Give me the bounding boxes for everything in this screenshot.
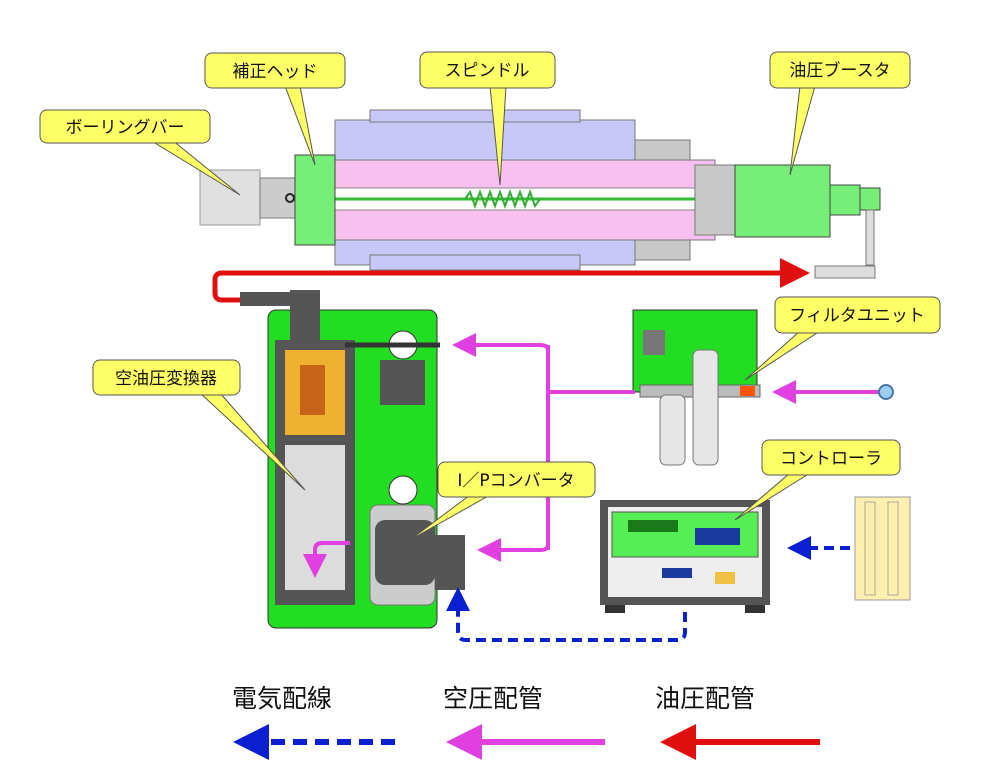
legend-label-electric: 電気配線 xyxy=(232,684,332,713)
callout-controller: コントローラ xyxy=(734,439,901,521)
legend-label-hydraulic: 油圧配管 xyxy=(655,684,755,713)
air-source xyxy=(878,384,894,400)
ip-converter xyxy=(375,520,435,585)
boring-bar xyxy=(199,169,261,226)
hydraulic-booster xyxy=(734,164,831,238)
io-card xyxy=(854,496,911,601)
callout-ip-converter: I／Pコンバータ xyxy=(409,461,596,541)
pressure-gauge xyxy=(388,475,418,505)
electric-wire xyxy=(446,587,687,642)
legend-label-pneumatic: 空圧配管 xyxy=(443,684,543,713)
label-correction-head: 補正ヘッド xyxy=(233,62,318,82)
callout-air-oil-converter: 空油圧変換器 xyxy=(92,359,306,491)
air-pipe xyxy=(452,333,550,357)
filter-bowl xyxy=(659,394,686,466)
spindle-assembly xyxy=(199,109,881,279)
label-ip-converter: I／Pコンバータ xyxy=(457,471,574,491)
callout-hydraulic-booster: 油圧ブースタ xyxy=(769,51,911,176)
callout-spindle: スピンドル xyxy=(419,51,556,186)
label-boring-bar: ボーリングバー xyxy=(66,118,185,138)
label-air-oil-converter: 空油圧変換器 xyxy=(115,369,217,389)
callout-boring-bar: ボーリングバー xyxy=(39,109,241,196)
correction-head xyxy=(294,154,336,246)
hydraulic-pipe xyxy=(212,258,810,303)
converter-panel xyxy=(240,290,465,629)
filter-panel xyxy=(632,309,761,466)
label-controller: コントローラ xyxy=(780,449,882,469)
callout-correction-head: 補正ヘッド xyxy=(204,52,346,166)
callout-filter-unit: フィルタユニット xyxy=(744,296,941,381)
label-hydraulic-booster: 油圧ブースタ xyxy=(789,60,890,81)
air-pipe xyxy=(477,538,550,562)
label-filter-unit: フィルタユニット xyxy=(789,306,925,326)
filter-bowl xyxy=(692,349,719,466)
legend: 電気配線 空圧配管 油圧配管 xyxy=(232,684,820,760)
controller-unit xyxy=(600,500,770,613)
label-spindle: スピンドル xyxy=(445,61,530,81)
